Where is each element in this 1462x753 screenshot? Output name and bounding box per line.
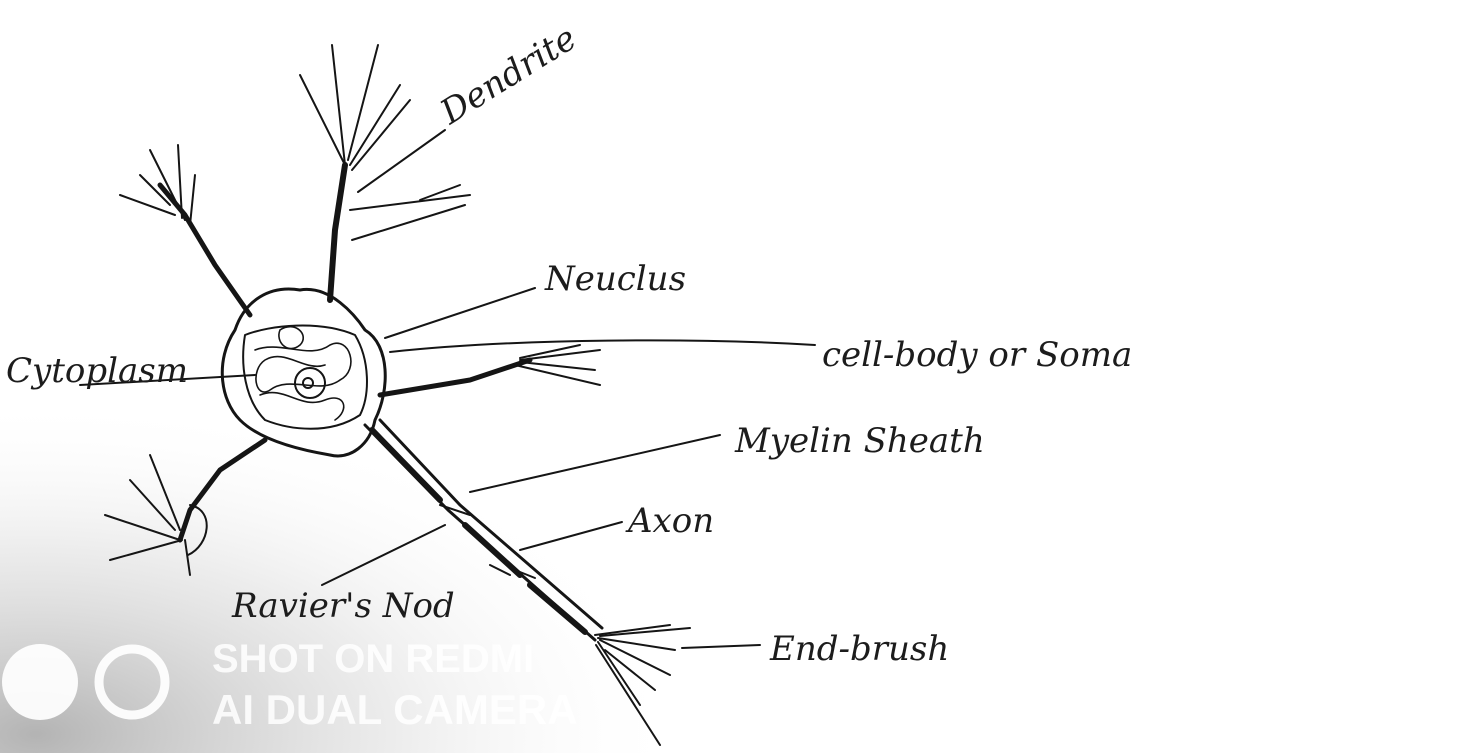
label-cell-body: cell-body or Soma — [822, 335, 1132, 375]
label-axon: Axon — [625, 501, 714, 541]
label-end-brush: End-brush — [769, 629, 949, 669]
watermark-circle-filled — [2, 644, 78, 720]
label-nucleus: Neuclus — [544, 259, 686, 299]
label-dendrite: Dendrite — [433, 18, 584, 133]
watermark-line2: AI DUAL CAMERA — [212, 686, 578, 733]
dendrite-upper-left — [120, 145, 250, 315]
label-cytoplasm: Cytoplasm — [6, 351, 188, 391]
watermark-line1: SHOT ON REDMI — [212, 637, 534, 681]
label-ranvier-node: Ravier's Nod — [231, 586, 455, 626]
label-myelin-sheath: Myelin Sheath — [734, 421, 985, 461]
